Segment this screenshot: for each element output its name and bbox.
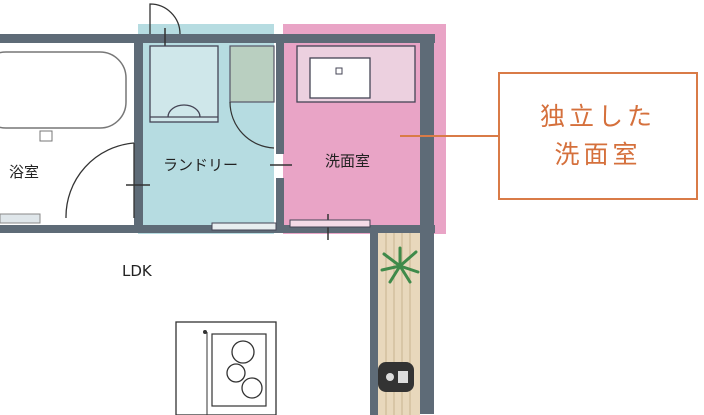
plant-icon: [380, 246, 420, 284]
laundry-cabinet: [229, 45, 275, 103]
callout-line-2: 洗面室: [554, 140, 642, 169]
burner-1: [231, 340, 255, 364]
callout-box: 独立した 洗面室: [498, 72, 698, 200]
vanity-sink: [309, 57, 371, 99]
room-label-ldk: LDK: [122, 262, 152, 280]
cooktop-knob: [203, 330, 207, 334]
washer-drum: [167, 104, 201, 118]
bath-drain: [39, 130, 53, 142]
bath-shelf: [0, 213, 41, 224]
laundry-door-swing: [149, 3, 181, 35]
room-label-laundry: ランドリー: [163, 156, 239, 174]
burner-2: [226, 363, 246, 383]
washing-machine: [149, 45, 219, 123]
vanity-drain: [335, 67, 343, 75]
bath-door-swing: [65, 142, 135, 219]
appliance-icon: [378, 362, 414, 392]
laundry-cabinet-door: [229, 101, 275, 149]
cooktop: [211, 333, 267, 407]
laundry-counter: [211, 222, 277, 231]
callout-line-1: 独立した: [539, 102, 656, 131]
burner-3: [241, 377, 263, 399]
washroom-shelf: [289, 219, 371, 228]
bathtub: [0, 51, 127, 129]
room-label-washroom: 洗面室: [325, 152, 371, 170]
room-label-bath: 浴室: [9, 163, 40, 181]
